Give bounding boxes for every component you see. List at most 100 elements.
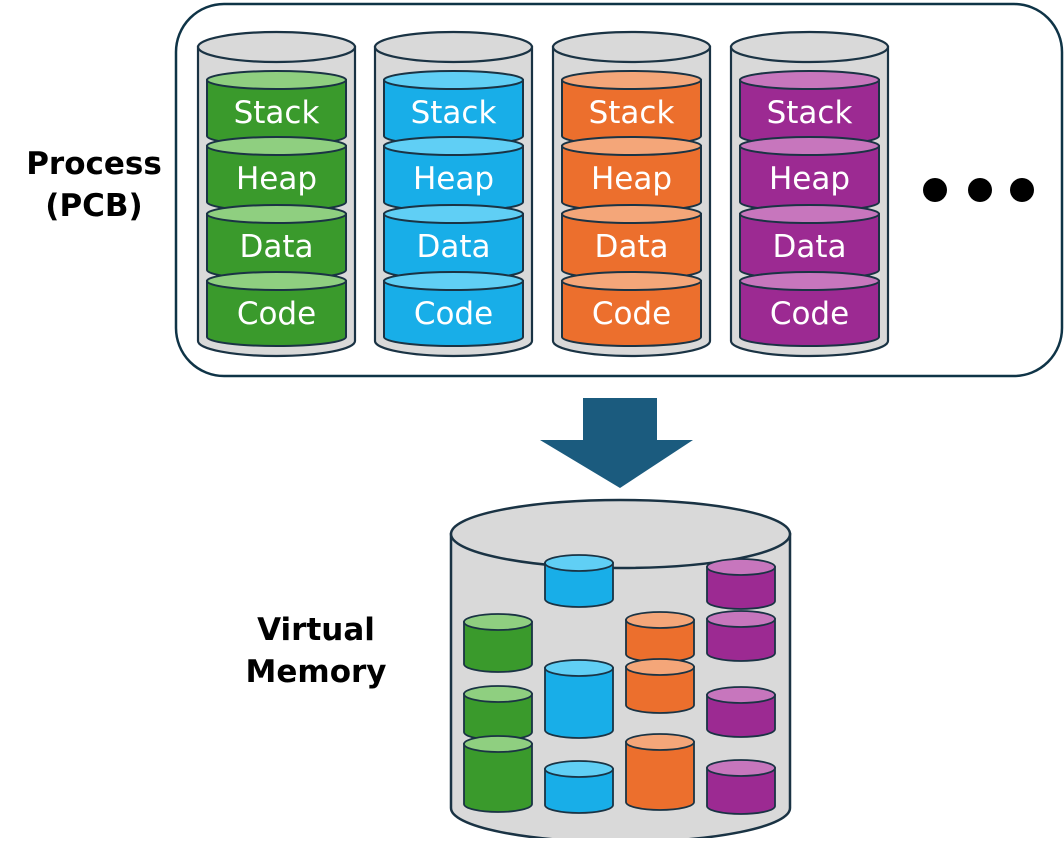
memory-block-process-1-top xyxy=(463,613,533,631)
process-3-container-top xyxy=(551,30,712,64)
process-label-line1: Process xyxy=(26,146,162,182)
process-2-segment-heap: Heap xyxy=(383,136,524,212)
memory-block-process-2-body xyxy=(544,667,614,739)
memory-block-process-4-body xyxy=(706,694,776,738)
process-2-segment-stack: Stack xyxy=(383,70,524,146)
down-arrow-icon xyxy=(540,398,693,488)
process-4-segment-code: Code xyxy=(739,271,880,347)
memory-block-process-4-top xyxy=(706,686,776,704)
process-2-segment-data-top xyxy=(383,204,524,224)
memory-block-process-4 xyxy=(706,610,776,662)
memory-block-process-1 xyxy=(463,613,533,673)
memory-block-process-3-top xyxy=(625,611,695,629)
process-4-code-label: Code xyxy=(770,296,849,332)
memory-block-process-1-top xyxy=(463,685,533,703)
process-3-segment-code-top xyxy=(561,271,702,291)
process-1-segment-data-top xyxy=(206,204,347,224)
memory-block-process-3-body xyxy=(625,666,695,714)
memory-block-process-4-top xyxy=(706,610,776,628)
process-3-segment-stack-top xyxy=(561,70,702,90)
memory-block-process-4-body xyxy=(706,767,776,815)
memory-block-process-2 xyxy=(544,554,614,608)
process-1-code-label: Code xyxy=(237,296,316,332)
process-4-stack-label: Stack xyxy=(767,95,853,131)
process-3-segment-code: Code xyxy=(561,271,702,347)
memory-block-process-2 xyxy=(544,760,614,814)
process-1-stack-label: Stack xyxy=(234,95,320,131)
process-1-data-label: Data xyxy=(239,229,313,265)
memory-block-process-1 xyxy=(463,685,533,741)
process-3-segment-data: Data xyxy=(561,204,702,280)
process-1-segment-data: Data xyxy=(206,204,347,280)
process-2-segment-code-top xyxy=(383,271,524,291)
virtual-memory-label: Virtual Memory xyxy=(222,609,410,693)
memory-block-process-3-body xyxy=(625,741,695,811)
process-3-segment-heap-top xyxy=(561,136,702,156)
process-4-heap-label: Heap xyxy=(769,161,850,197)
ellipsis-dot xyxy=(1010,178,1034,202)
virtual-memory xyxy=(449,498,792,842)
process-4-segment-heap-top xyxy=(739,136,880,156)
ellipsis-dot xyxy=(968,178,992,202)
virtual-memory-label-line1: Virtual xyxy=(257,612,375,648)
process-2-stack-label: Stack xyxy=(411,95,497,131)
memory-block-process-2-top xyxy=(544,760,614,778)
process-4-container-top xyxy=(729,30,890,64)
process-2-segment-data: Data xyxy=(383,204,524,280)
memory-block-process-4-body xyxy=(706,618,776,662)
process-2-container-top xyxy=(373,30,534,64)
process-2-segment-code-body xyxy=(383,280,524,347)
process-2-segment-code: Code xyxy=(383,271,524,347)
process-1-heap-label: Heap xyxy=(236,161,317,197)
process-4-segment-stack: Stack xyxy=(739,70,880,146)
ellipsis-dot xyxy=(923,178,947,202)
memory-block-process-2-body xyxy=(544,562,614,608)
process-2-segment-stack-top xyxy=(383,70,524,90)
memory-block-process-2-top xyxy=(544,554,614,572)
ellipsis xyxy=(923,178,1034,202)
process-4-segment-code-body xyxy=(739,280,880,347)
process-3-segment-code-body xyxy=(561,280,702,347)
memory-block-process-1-body xyxy=(463,743,533,813)
memory-block-process-4 xyxy=(706,686,776,738)
process-3-segment-stack: Stack xyxy=(561,70,702,146)
memory-block-process-4-top xyxy=(706,759,776,777)
virtual-memory-container xyxy=(449,498,792,842)
memory-block-process-3 xyxy=(625,733,695,811)
process-1-segment-code-top xyxy=(206,271,347,291)
process-stacks: StackHeapDataCodeStackHeapDataCodeStackH… xyxy=(196,30,890,358)
process-1-segment-stack-top xyxy=(206,70,347,90)
memory-block-process-2 xyxy=(544,659,614,739)
memory-block-process-1-body xyxy=(463,621,533,673)
process-3-code-label: Code xyxy=(592,296,671,332)
memory-block-process-4-top xyxy=(706,558,776,576)
memory-block-process-3 xyxy=(625,611,695,663)
process-3-segment-data-top xyxy=(561,204,702,224)
process-2-heap-label: Heap xyxy=(413,161,494,197)
process-1-segment-stack: Stack xyxy=(206,70,347,146)
process-4-segment-data-top xyxy=(739,204,880,224)
process-label-line2: (PCB) xyxy=(45,188,143,224)
memory-block-process-4 xyxy=(706,558,776,610)
memory-block-process-2-body xyxy=(544,768,614,814)
process-1-segment-heap: Heap xyxy=(206,136,347,212)
memory-block-process-2-top xyxy=(544,659,614,677)
process-label: Process (PCB) xyxy=(14,143,174,227)
memory-block-process-3 xyxy=(625,658,695,714)
process-1-segment-code-body xyxy=(206,280,347,347)
process-4-segment-stack-top xyxy=(739,70,880,90)
process-2-data-label: Data xyxy=(416,229,490,265)
memory-block-process-1-top xyxy=(463,735,533,753)
process-4-segment-data: Data xyxy=(739,204,880,280)
memory-block-process-1 xyxy=(463,735,533,813)
process-1-segment-heap-top xyxy=(206,136,347,156)
memory-block-process-3-top xyxy=(625,733,695,751)
process-3-segment-heap: Heap xyxy=(561,136,702,212)
process-3-data-label: Data xyxy=(594,229,668,265)
process-4-segment-heap: Heap xyxy=(739,136,880,212)
